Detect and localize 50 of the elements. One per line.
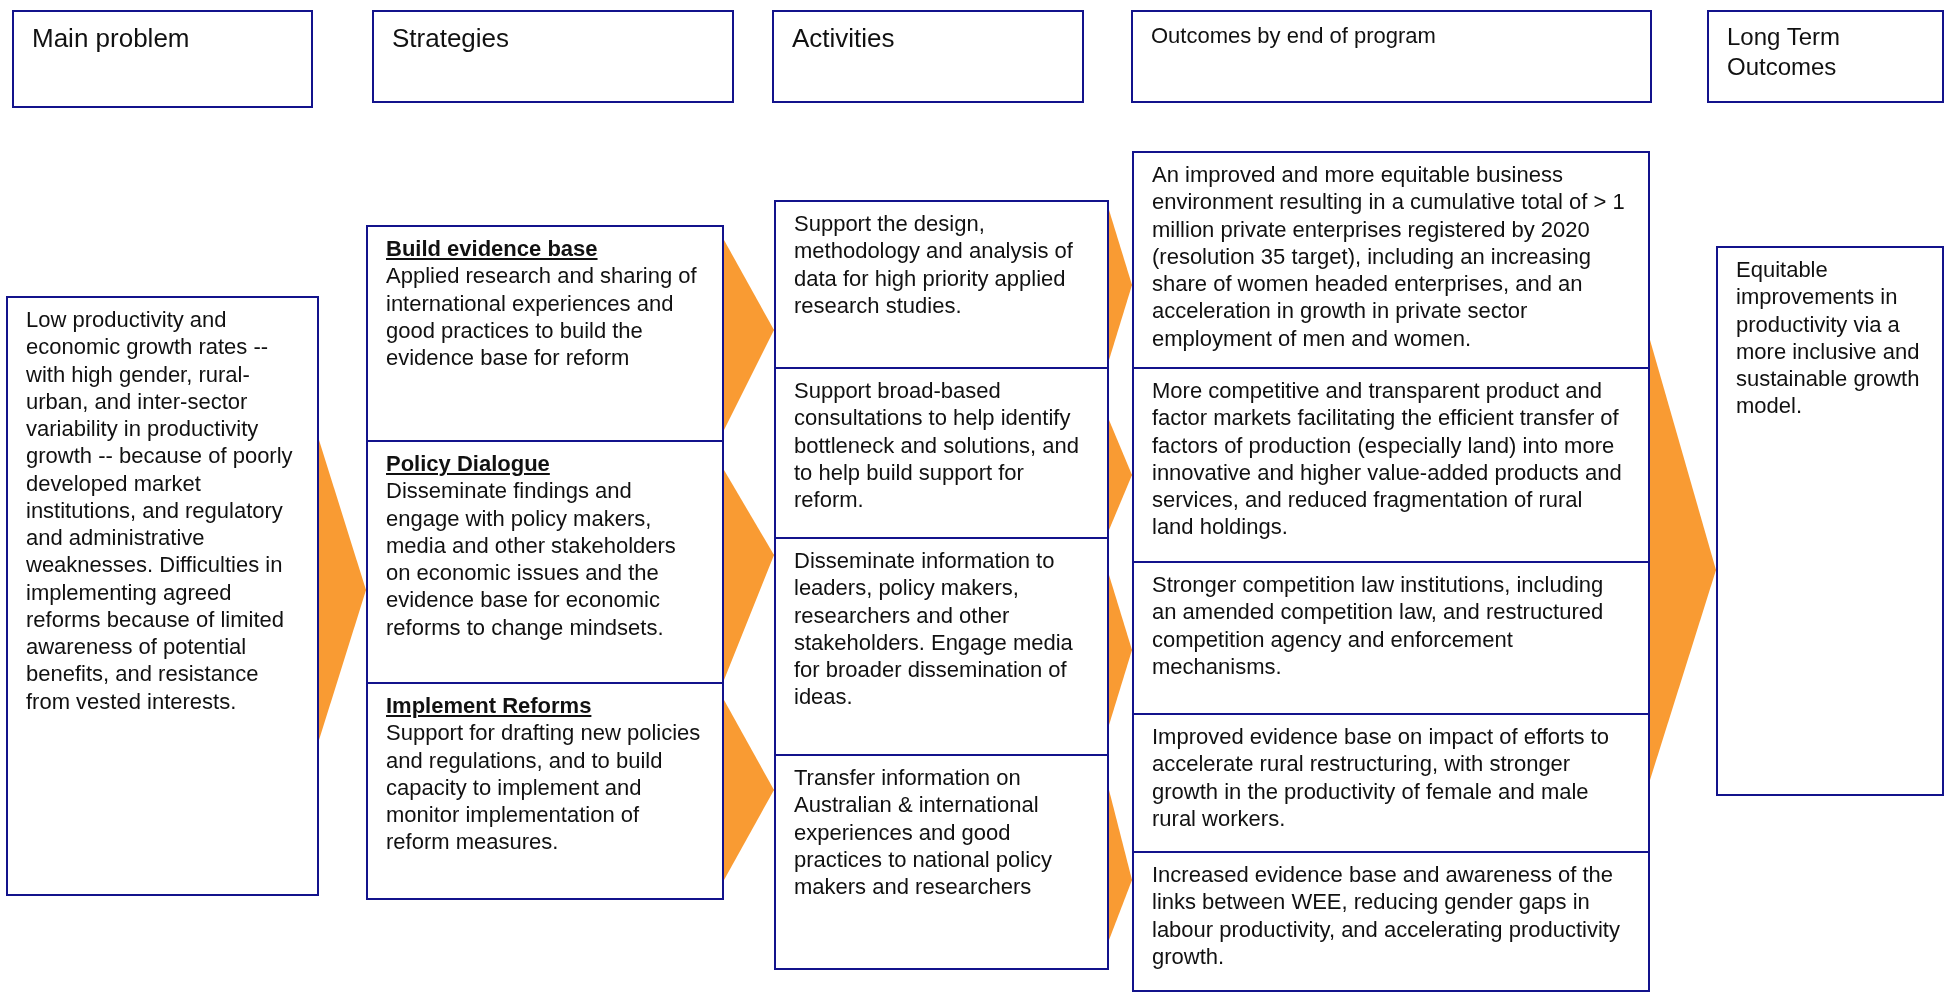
description-text: Support the design, methodology and analysis of data for high priority applied research studies. xyxy=(794,210,1074,320)
chevron-arrow xyxy=(723,470,775,680)
text-box xyxy=(1132,561,1650,715)
description-text: Improved evidence base on impact of efforts to accelerate rural restructuring, with stronger growth in the productivity of female and male rural workers. xyxy=(1152,723,1610,833)
text-box xyxy=(366,440,724,684)
text-box xyxy=(1716,246,1944,796)
column-header-box xyxy=(1707,10,1944,103)
text-box xyxy=(366,682,724,900)
column-header-box xyxy=(372,10,734,103)
description-text: Disseminate findings and engage with policy makers, media and other stakeholders on economic issues and the evidence base for economic reforms to change mindsets. xyxy=(386,477,677,641)
column-title: Strategies xyxy=(392,22,511,55)
description-text: Transfer information on Australian & international experiences and good practices to national policy makers and researchers xyxy=(794,764,1054,901)
strategy-heading: Build evidence base xyxy=(386,235,599,263)
chevron-arrow xyxy=(1108,575,1133,725)
description-text: Support broad-based consultations to help identify bottleneck and solutions, and to help build support for reform. xyxy=(794,377,1080,514)
chevron-arrow xyxy=(1108,790,1133,940)
text-box xyxy=(1132,713,1650,853)
text-box xyxy=(774,754,1109,970)
chevron-arrow xyxy=(1649,340,1717,780)
chevron-arrow xyxy=(1108,420,1133,530)
strategy-heading: Policy Dialogue xyxy=(386,450,551,478)
column-title: Outcomes by end of program xyxy=(1151,22,1437,50)
description-text: Equitable improvements in productivity via a more inclusive and sustainable growth model. xyxy=(1736,256,1921,420)
text-box xyxy=(6,296,319,896)
column-title: Main problem xyxy=(32,22,191,55)
text-box xyxy=(774,537,1109,756)
chevron-arrow xyxy=(318,440,367,740)
description-text: Increased evidence base and awareness of the links between WEE, reducing gender gaps in labour productivity, and accelerating productivity growth. xyxy=(1152,861,1621,971)
text-box xyxy=(1132,367,1650,563)
description-text: Low productivity and economic growth rates -- with high gender, rural-urban, and inter-sector variability in productivity growth -- because of poorly developed market institutions, and regulatory and administrative weaknesses. Difficulties in implementing agreed reforms because of limited awareness of potential benefits, and resistance from vested interests. xyxy=(26,306,294,715)
text-box xyxy=(366,225,724,442)
strategy-heading: Implement Reforms xyxy=(386,692,593,720)
text-box xyxy=(774,367,1109,539)
description-text: Applied research and sharing of international experiences and good practices to build the evidence base for reform xyxy=(386,262,698,372)
description-text: Stronger competition law institutions, including an amended competition law, and restructured competition agency and enforcement mechanisms. xyxy=(1152,571,1605,681)
chevron-arrow xyxy=(723,700,775,880)
description-text: An improved and more equitable business environment resulting in a cumulative total of > 1 million private enterprises registered by 2020 (resolution 35 target), including an increasing share of women headed enterprises, and an acceleration in growth in private sector employment of men and women. xyxy=(1152,161,1626,352)
chevron-arrow xyxy=(1108,210,1133,360)
description-text: Disseminate information to leaders, policy makers, researchers and other stakeholders. Engage media for broader dissemination of ideas. xyxy=(794,547,1074,711)
text-box xyxy=(774,200,1109,369)
description-text: More competitive and transparent product and factor markets facilitating the efficient transfer of factors of production (especially land) into more innovative and higher value-added products and services, and reduced fragmentation of rural land holdings. xyxy=(1152,377,1623,541)
column-header-box xyxy=(12,10,313,108)
chevron-arrow xyxy=(723,240,775,430)
column-title: Activities xyxy=(792,22,896,55)
text-box xyxy=(1132,851,1650,992)
description-text: Support for drafting new policies and regulations, and to build capacity to implement and monitor implementation of reform measures. xyxy=(386,719,702,856)
column-header-box xyxy=(1131,10,1652,103)
column-header-box xyxy=(772,10,1084,103)
column-title: Long Term Outcomes xyxy=(1727,22,1841,82)
text-box xyxy=(1132,151,1650,369)
